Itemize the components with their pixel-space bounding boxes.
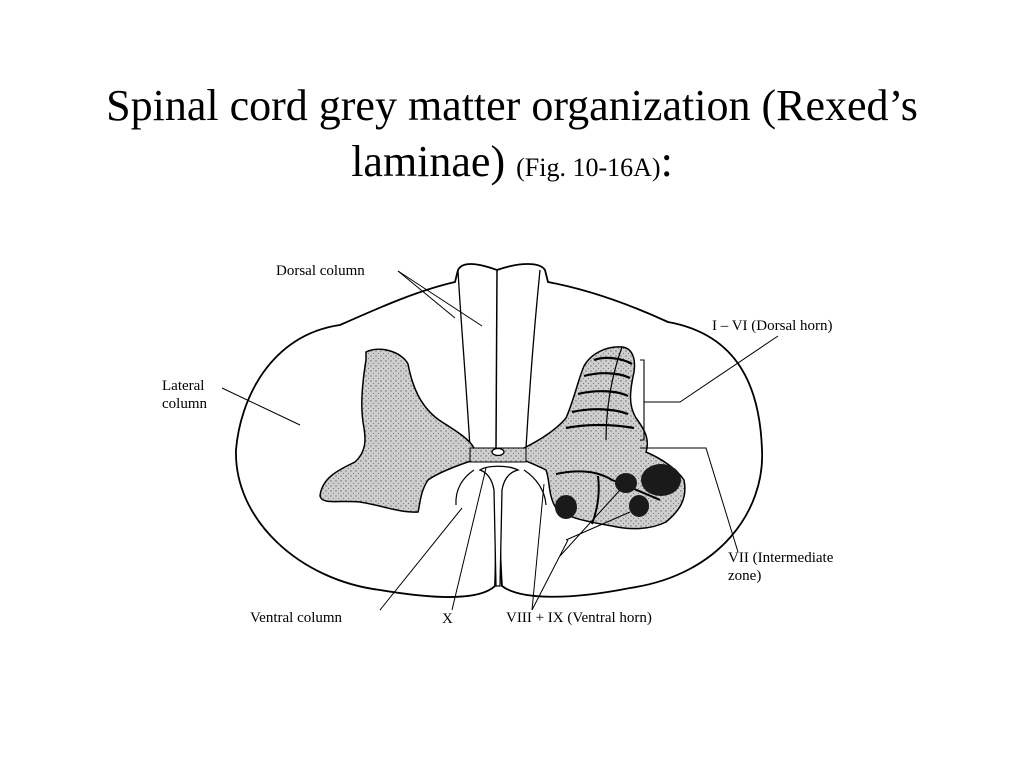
label-intermediate-zone-1: VII (Intermediate: [728, 550, 834, 566]
motor-nuclei: [555, 464, 681, 519]
dorsal-horn-bracket: [640, 359, 645, 441]
label-ventral-column: Ventral column: [250, 610, 343, 626]
dorsal-horn-laminae-lines: [565, 356, 635, 430]
ventral-boundary-left: [455, 469, 475, 506]
grey-matter-left: [319, 348, 475, 513]
title-main-text: laminae): [351, 137, 517, 186]
ventral-boundary-right: [523, 469, 547, 506]
slide-title: Spinal cord grey matter organization (Re…: [0, 78, 1024, 196]
figure-reference: (Fig. 10-16A): [516, 153, 661, 182]
label-dorsal-column: Dorsal column: [276, 263, 365, 279]
leader-lines: [221, 270, 779, 611]
title-line-2: laminae) (Fig. 10-16A):: [0, 134, 1024, 196]
spinal-cord-diagram: Dorsal column Lateral column I – VI (Dor…: [162, 263, 834, 627]
ventral-median-fissure: [478, 465, 520, 587]
central-canal: [491, 447, 505, 457]
label-dorsal-horn: I – VI (Dorsal horn): [712, 318, 833, 334]
dorsal-column-right-divider: [525, 269, 541, 449]
dorsal-median-septum: [495, 269, 498, 449]
label-lateral-column-2: column: [162, 396, 207, 412]
label-intermediate-zone-2: zone): [728, 568, 761, 584]
label-lamina-x: X: [442, 611, 453, 627]
label-lateral-column-1: Lateral: [162, 378, 204, 394]
dorsal-horn-inner-edge: [605, 346, 623, 441]
dorsal-column-left-divider: [457, 269, 471, 449]
title-line-1: Spinal cord grey matter organization (Re…: [106, 81, 918, 130]
label-ventral-horn: VIII + IX (Ventral horn): [506, 610, 652, 626]
title-colon: :: [660, 137, 673, 186]
